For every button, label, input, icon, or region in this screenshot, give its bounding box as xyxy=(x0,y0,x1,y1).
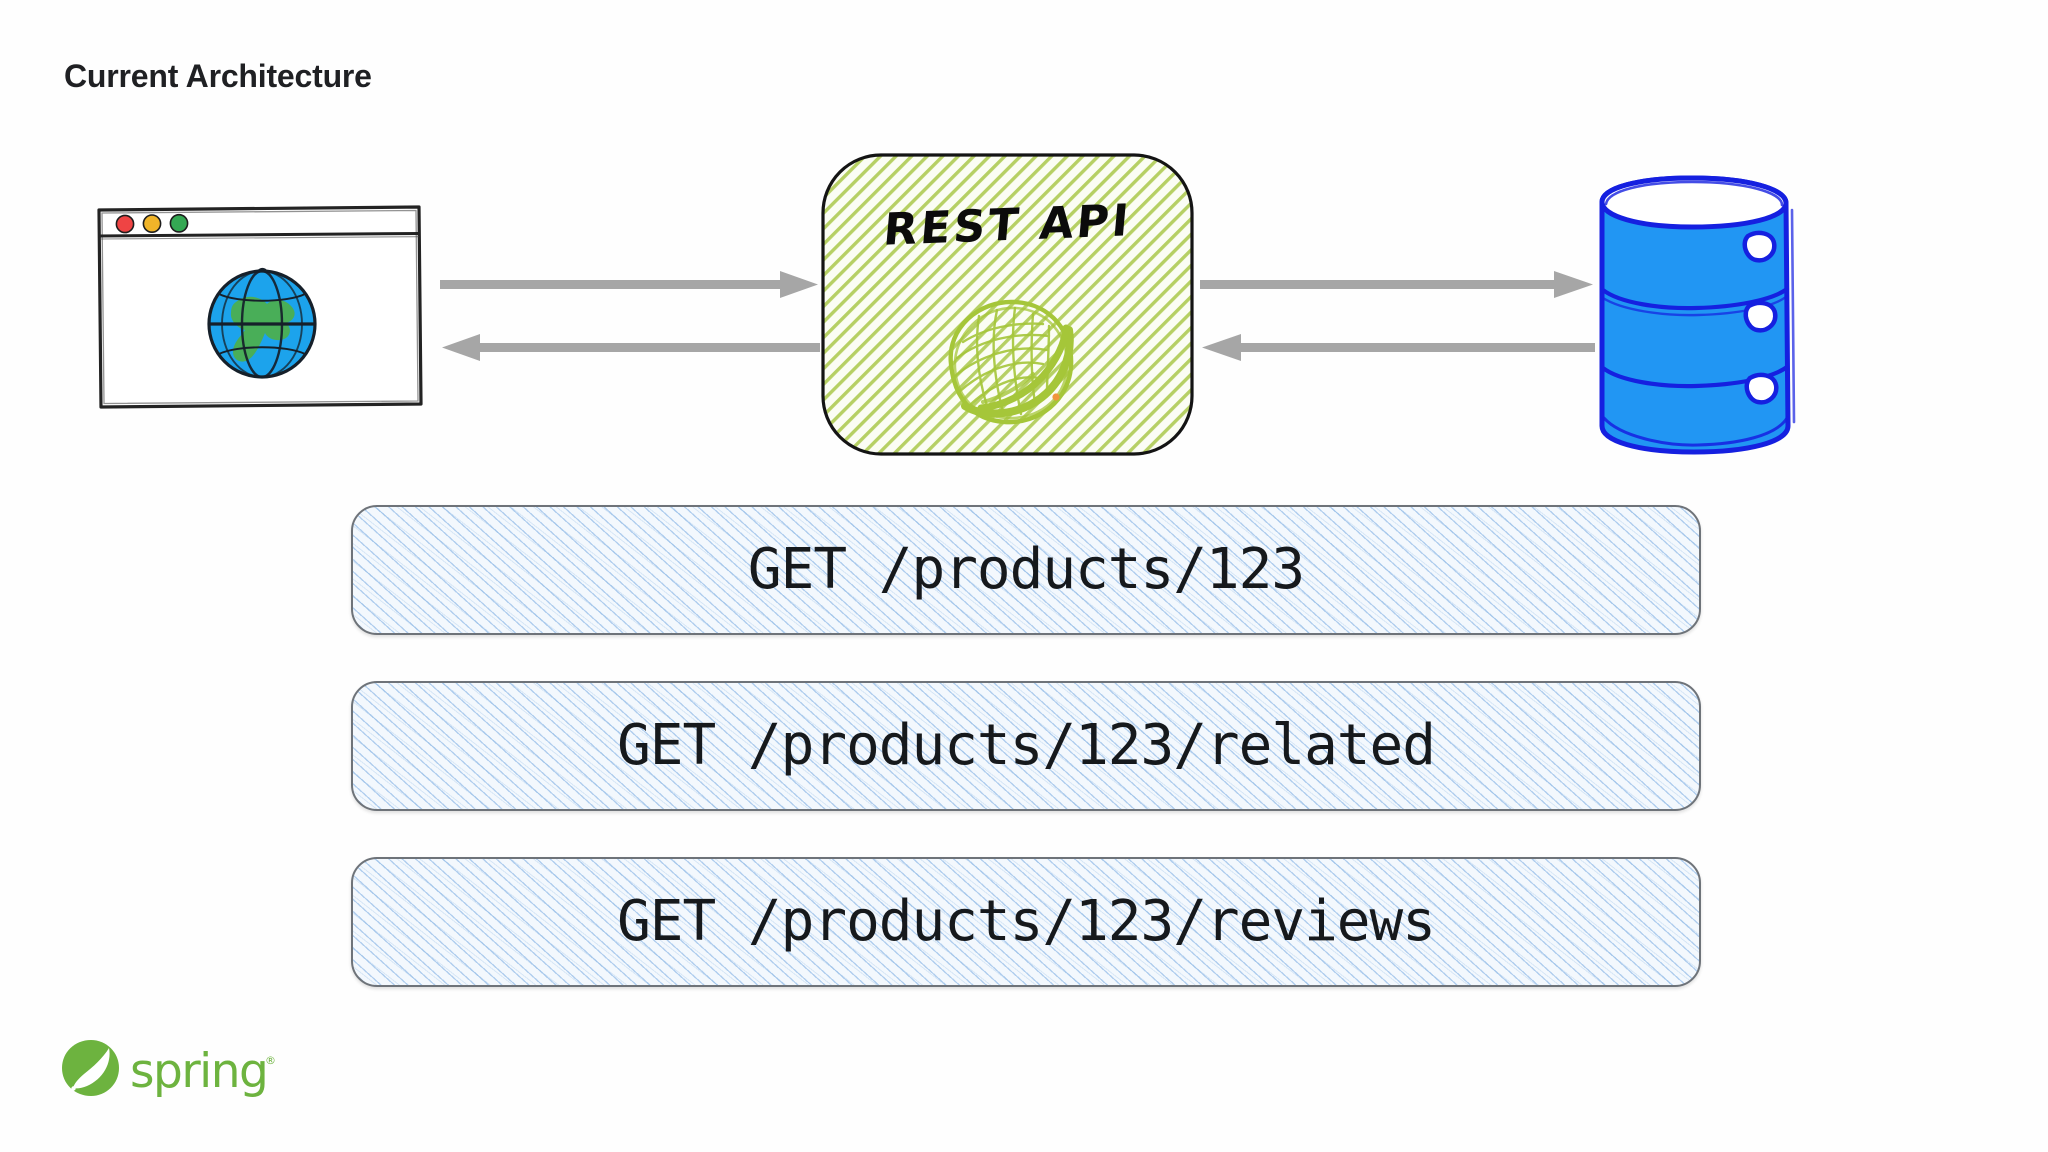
browser-window-svg xyxy=(97,205,423,409)
globe-icon xyxy=(207,267,317,379)
spring-leaf-dot xyxy=(1052,393,1060,401)
client-api-arrows xyxy=(440,255,820,380)
database-cylinder-illustration xyxy=(1580,170,1820,460)
spring-wordmark: spring xyxy=(130,1044,269,1099)
browser-titlebar-divider-shadow xyxy=(99,236,420,240)
db-to-api-result-arrow xyxy=(1202,334,1595,361)
endpoint-list: GET /products/123 GET /products/123/rela… xyxy=(351,505,1701,1033)
close-button-icon[interactable] xyxy=(115,214,135,234)
endpoint-item[interactable]: GET /products/123/reviews xyxy=(351,857,1701,987)
maximize-button-icon[interactable] xyxy=(169,213,189,233)
browser-window-illustration xyxy=(95,200,435,415)
api-to-client-response-arrow xyxy=(442,334,820,361)
endpoint-label: GET /products/123/reviews xyxy=(617,889,1436,954)
api-to-db-query-arrow xyxy=(1200,271,1593,298)
svg-text:spring: spring xyxy=(130,1044,267,1099)
endpoint-label: GET /products/123/related xyxy=(617,713,1436,778)
registered-trademark-mark: ® xyxy=(265,1054,276,1067)
endpoint-item[interactable]: GET /products/123 xyxy=(351,505,1701,635)
browser-frame-inner xyxy=(101,209,419,405)
rest-api-service-card: REST API xyxy=(820,152,1195,457)
rest-api-card-shape xyxy=(821,153,1194,456)
spring-logo-svg: spring ® xyxy=(62,1040,276,1099)
spring-leaf-mark-icon xyxy=(62,1040,119,1096)
endpoint-label: GET /products/123 xyxy=(747,537,1305,602)
client-to-api-request-arrow xyxy=(440,271,818,298)
minimize-button-icon[interactable] xyxy=(142,214,162,234)
spring-brand-logo: spring ® xyxy=(60,1038,290,1100)
api-db-arrows xyxy=(1200,255,1595,380)
spring-leaf-icon xyxy=(923,280,1093,440)
database-indicator-dots xyxy=(1742,230,1779,405)
browser-titlebar-divider xyxy=(98,232,421,238)
rest-api-card-background xyxy=(821,153,1194,456)
page-title: Current Architecture xyxy=(64,58,372,94)
endpoint-item[interactable]: GET /products/123/related xyxy=(351,681,1701,811)
